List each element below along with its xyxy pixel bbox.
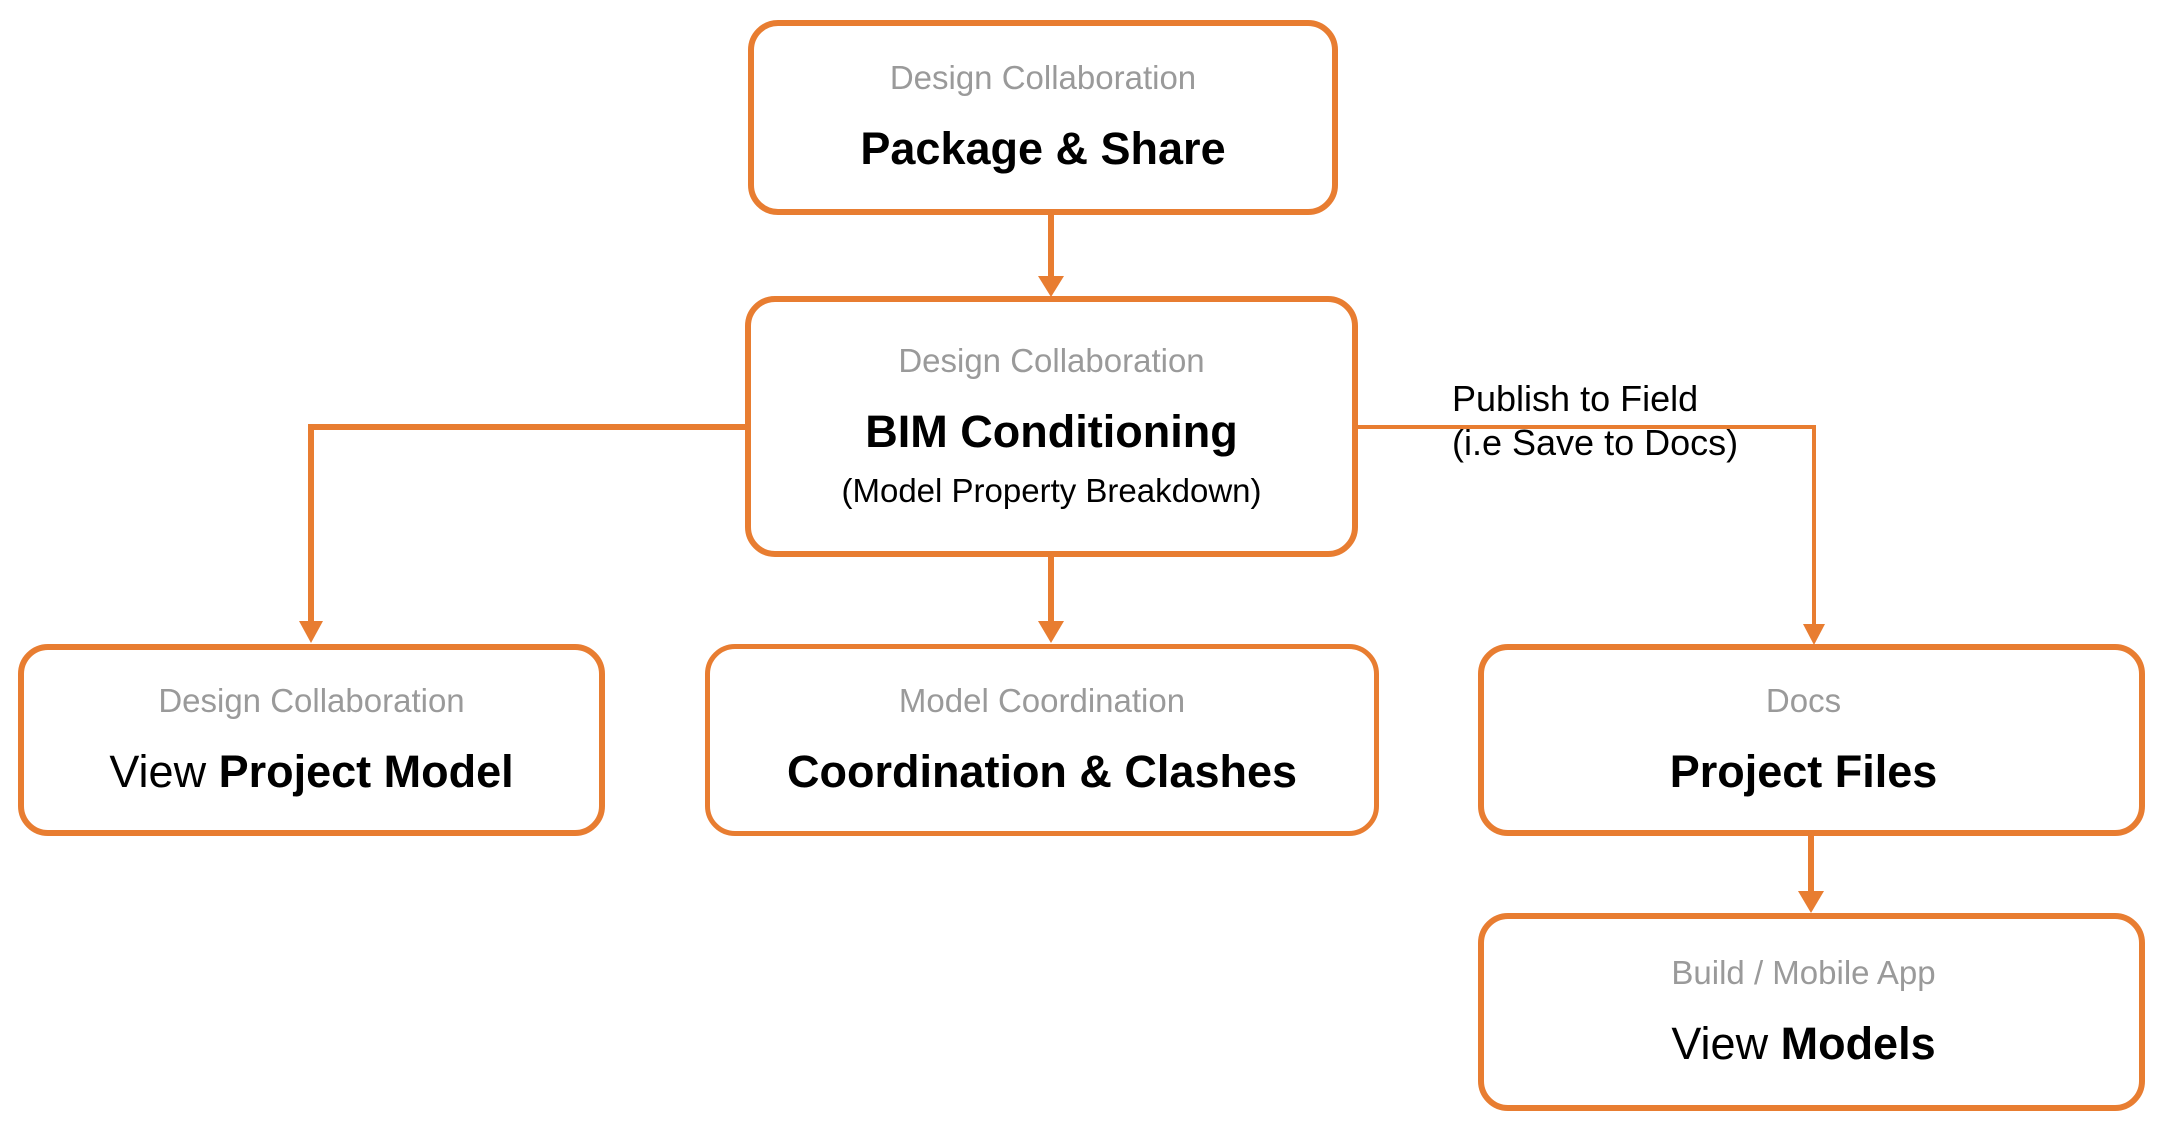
- edge-label-line-2: (i.e Save to Docs): [1452, 421, 1739, 463]
- node-title-bold: Models: [1780, 1017, 1936, 1069]
- node-title: Package & Share: [860, 124, 1225, 174]
- node-project-files[interactable]: Docs Project Files: [1478, 644, 2145, 836]
- edge-project-files-to-view-models: [1798, 836, 1824, 913]
- node-title-light: View: [1671, 1017, 1781, 1069]
- node-product-label: Model Coordination: [898, 681, 1186, 719]
- node-title-bold: Coordination & Clashes: [786, 745, 1298, 797]
- node-package-share[interactable]: Design Collaboration Package & Share: [748, 20, 1338, 215]
- edge-bim-to-coordination: [1038, 557, 1064, 643]
- node-view-project-model[interactable]: Design Collaboration View Project Model: [18, 644, 605, 836]
- node-subtitle: (Model Property Breakdown): [841, 471, 1262, 509]
- node-title-bold: Package & Share: [860, 123, 1226, 175]
- node-product-label: Design Collaboration: [898, 342, 1205, 380]
- edge-label-publish-to-field: Publish to Field (i.e Save to Docs): [1452, 377, 1738, 465]
- node-title-bold: BIM Conditioning: [865, 406, 1238, 458]
- node-view-models[interactable]: Build / Mobile App View Models: [1478, 913, 2145, 1111]
- node-title: Project Files: [1669, 745, 1938, 797]
- node-product-label: Design Collaboration: [889, 59, 1197, 97]
- node-title-bold: Project Files: [1669, 745, 1938, 797]
- node-title-bold: Project Model: [218, 745, 514, 797]
- node-bim-conditioning[interactable]: Design Collaboration BIM Conditioning (M…: [745, 296, 1358, 557]
- node-title: View Project Model: [109, 745, 514, 797]
- node-product-label: Build / Mobile App: [1671, 953, 1936, 991]
- node-title: Coordination & Clashes: [786, 745, 1298, 797]
- edge-package-to-bim: [1038, 215, 1064, 297]
- node-product-label: Design Collaboration: [158, 681, 465, 719]
- node-product-label: Docs: [1765, 681, 1842, 719]
- edge-label-line-1: Publish to Field: [1452, 378, 1699, 419]
- node-coordination-clashes[interactable]: Model Coordination Coordination & Clashe…: [705, 644, 1379, 836]
- edge-bim-to-project-model: [299, 424, 745, 643]
- node-title: View Models: [1671, 1017, 1936, 1069]
- node-title: BIM Conditioning: [865, 407, 1237, 457]
- node-title-light: View: [109, 745, 219, 797]
